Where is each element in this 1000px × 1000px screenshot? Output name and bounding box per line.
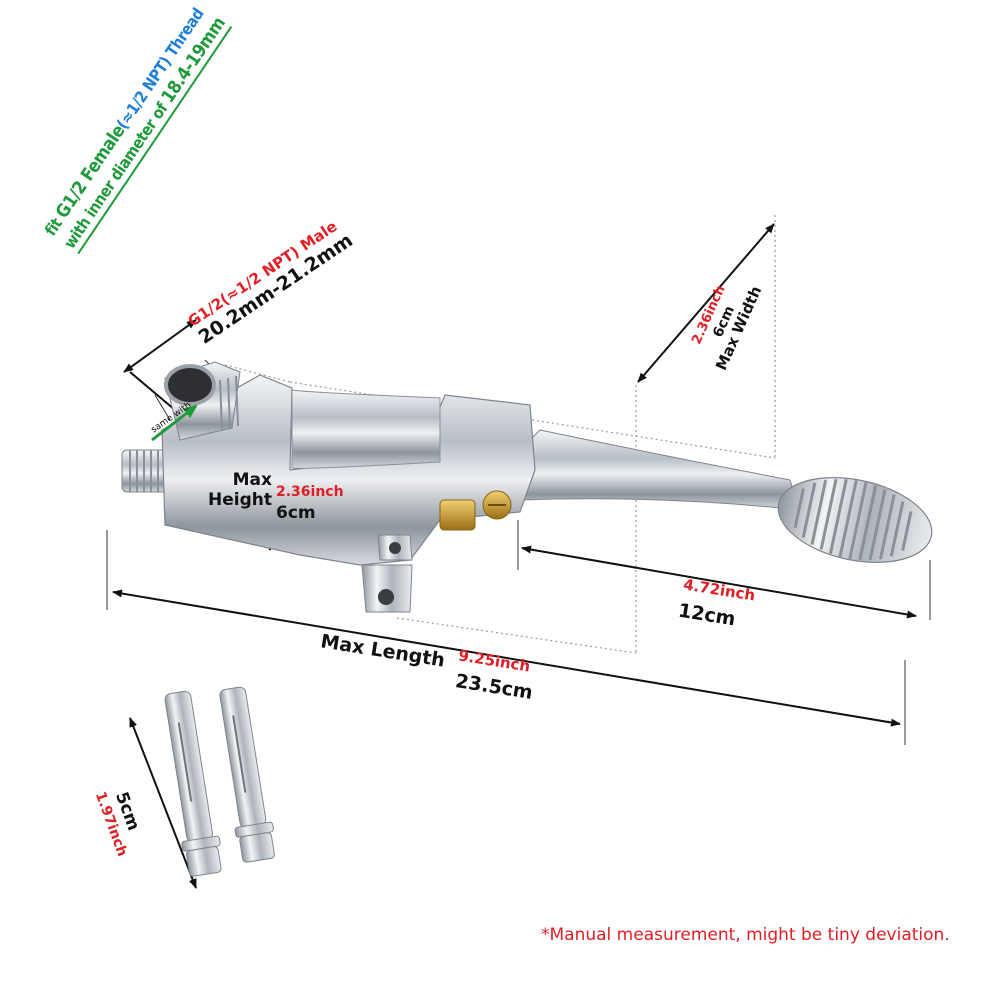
max-height-cm: 6cm	[276, 503, 316, 523]
pedal-length-arrow	[521, 545, 917, 619]
max-height-label: Max Height	[208, 470, 272, 510]
max-height-label-line2: Height	[208, 489, 272, 510]
foot-valve-illustration	[121, 361, 933, 613]
extension-lines	[106, 359, 931, 745]
max-width-arrow	[637, 223, 775, 383]
thread-diameter-arrow	[123, 319, 197, 373]
max-height-inch: 2.36inch	[276, 484, 344, 500]
same-with-arrow	[151, 404, 198, 442]
footnote: *Manual measurement, might be tiny devia…	[541, 925, 950, 945]
max-height-label-line1: Max	[232, 470, 272, 490]
bolt-length-arrow	[129, 717, 197, 889]
expansion-bolts-illustration	[164, 686, 275, 877]
max-length-arrow	[112, 589, 901, 727]
